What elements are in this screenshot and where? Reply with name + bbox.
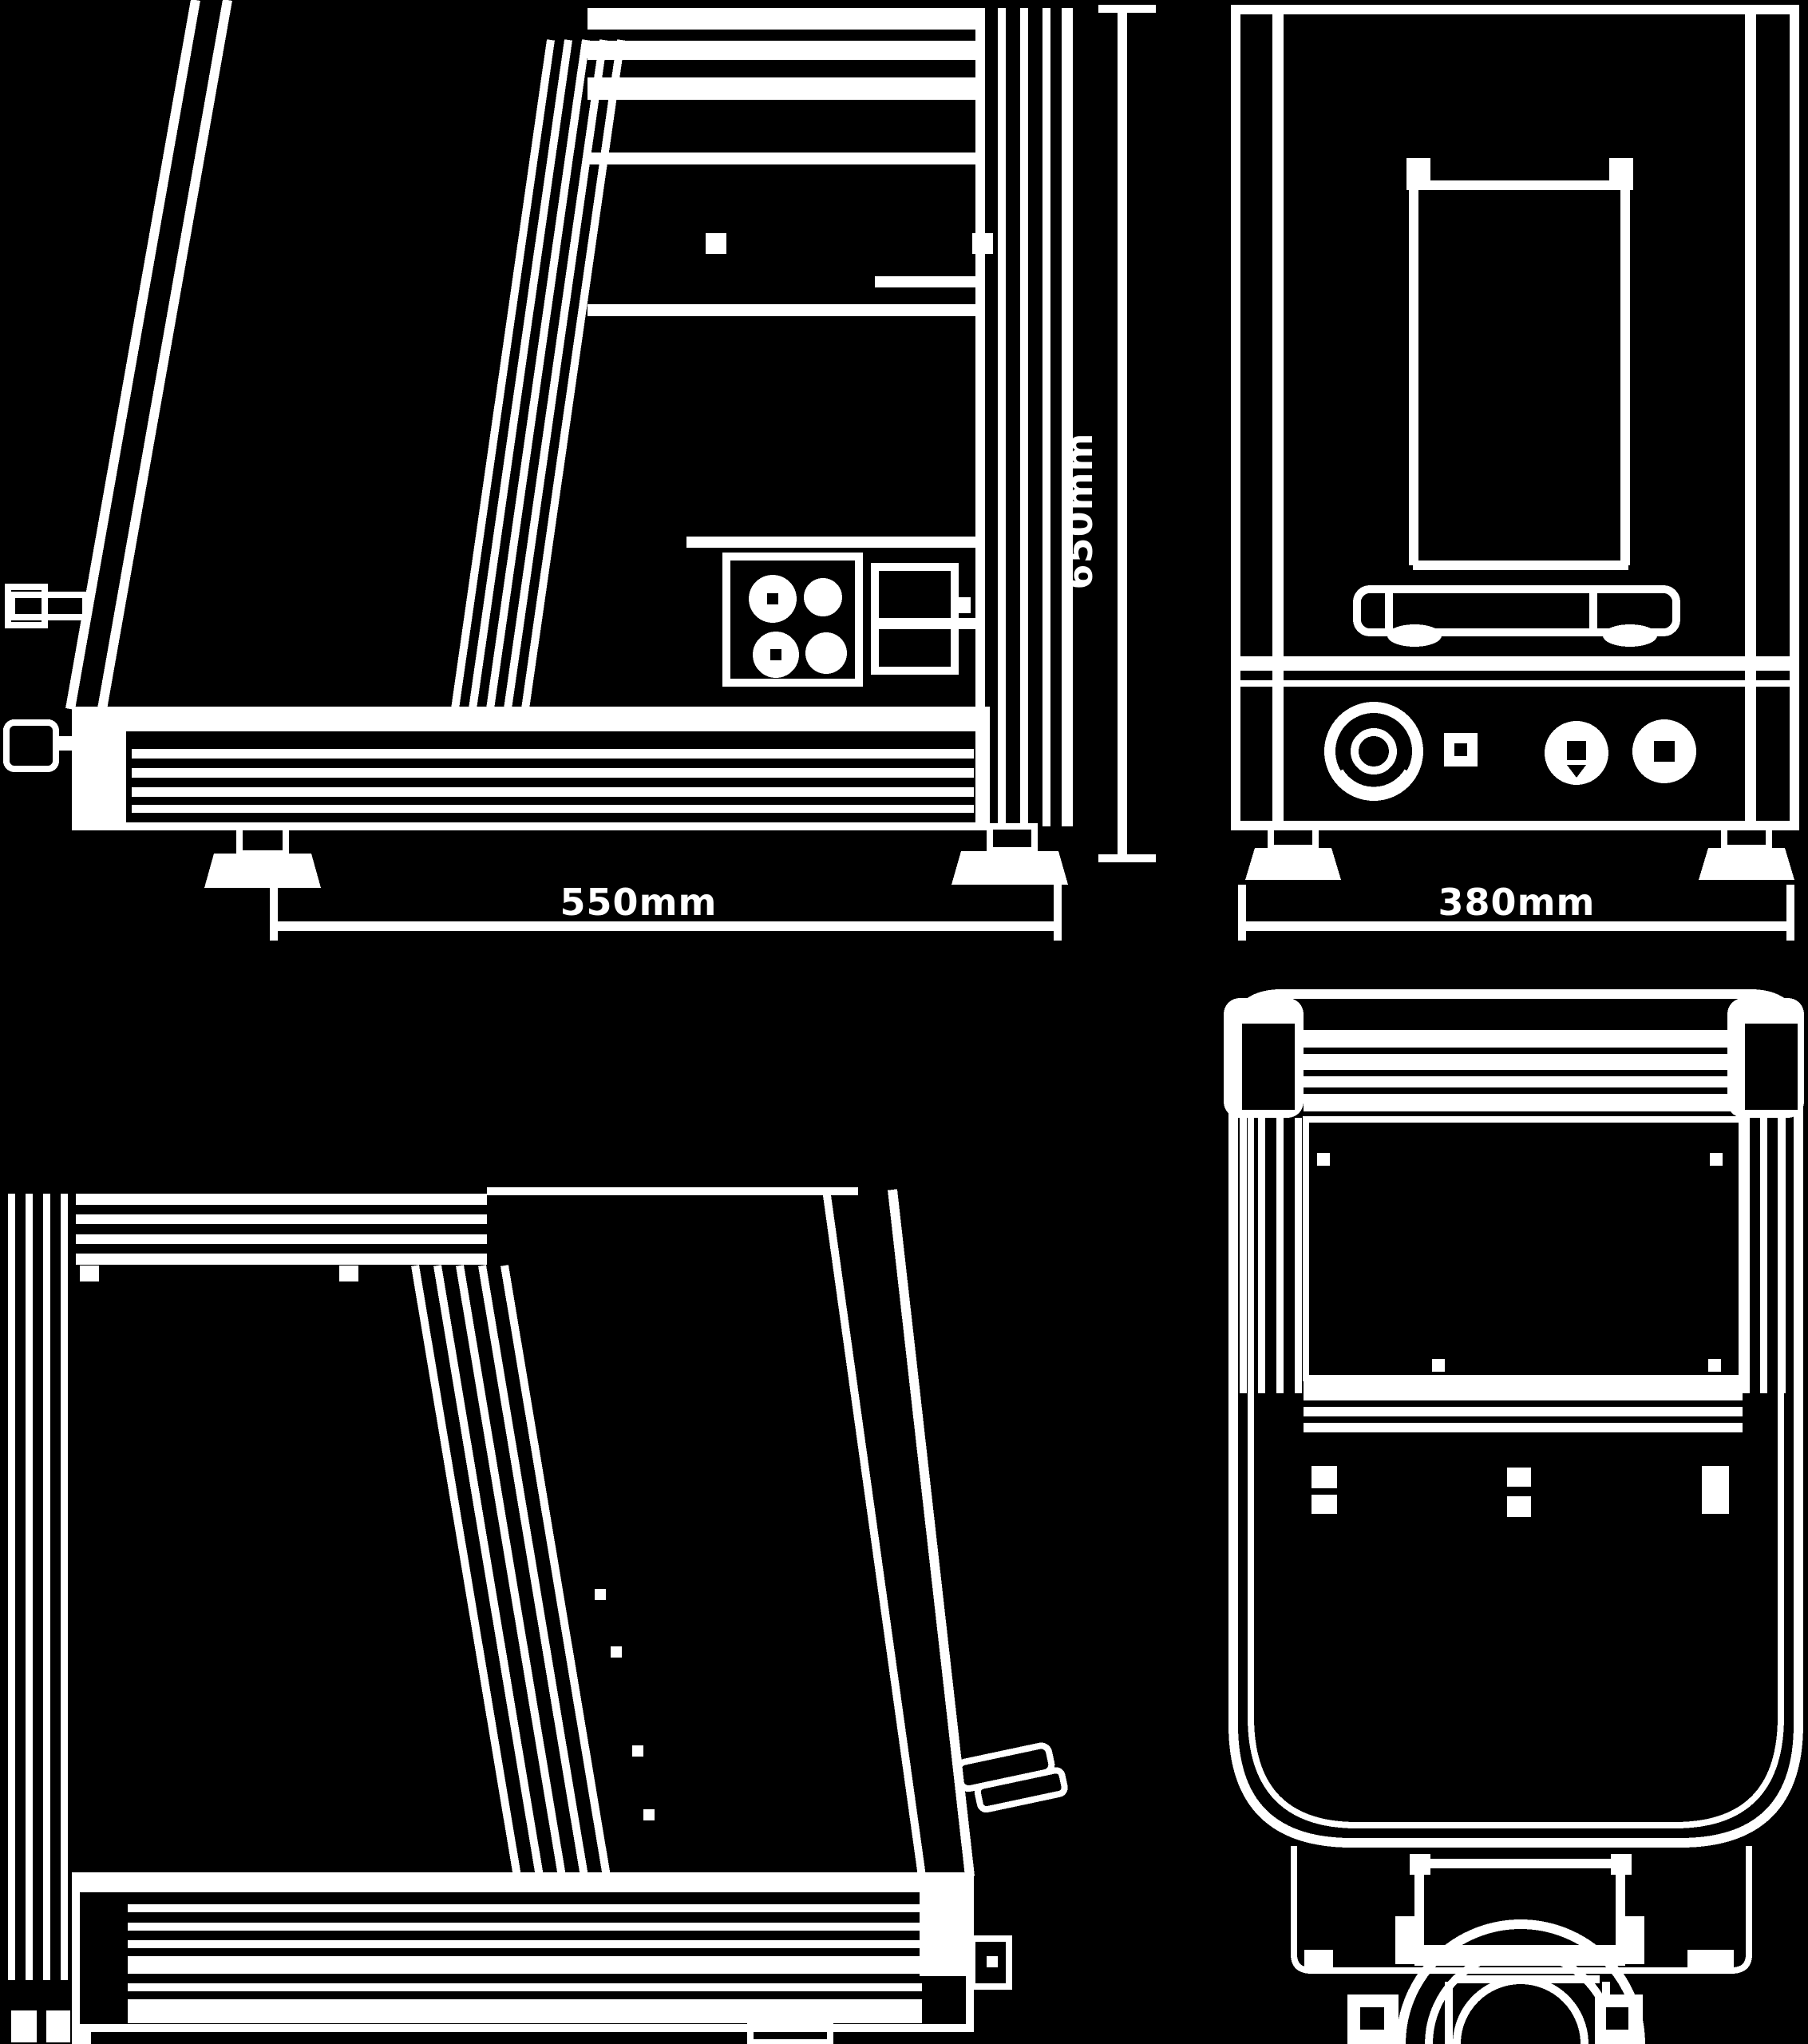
rear-column-stripes: [975, 8, 1073, 826]
front-control-panel: [1324, 702, 1696, 801]
side-view: [3, 0, 1073, 888]
body-outline: [1228, 989, 1803, 1848]
dimension-label-width-side: 550mm: [560, 881, 718, 924]
front-column: [1406, 158, 1633, 570]
emergency-stop-dial: [1324, 702, 1423, 801]
front-frame-lines: [1272, 10, 1756, 826]
top-rail-stripes: [588, 8, 982, 316]
dimension-line-vertical: [1118, 10, 1127, 862]
dimension-tick-right: [1786, 885, 1794, 941]
dimension-tick-left: [1238, 885, 1246, 941]
bottom-tray: [1291, 1846, 1752, 1974]
opposite-side-view: [8, 1187, 1068, 2044]
vent-slots: [1311, 1466, 1729, 1517]
front-panel-separator: [1236, 656, 1794, 687]
dimension-height-side: 650mm: [1058, 5, 1156, 862]
dial-arc: [1335, 769, 1412, 795]
dimension-width-side: 550mm: [270, 869, 1062, 941]
dimension-width-front: 380mm: [1238, 881, 1794, 941]
dimension-line: [1242, 921, 1791, 931]
top-rail-stripes-c: [76, 1187, 858, 1265]
leveling-feet-front: [1245, 822, 1794, 880]
center-foot-c: [747, 2018, 833, 2044]
side-rail-stripes-d: [1240, 1118, 1786, 1393]
dimension-tick-right: [1054, 869, 1062, 941]
top-edge-line: [487, 1187, 858, 1195]
side-control-box: [722, 553, 959, 687]
front-view: [1231, 5, 1799, 880]
base-valve-knob: [969, 1935, 1012, 1990]
knob-indicators: [767, 593, 781, 660]
machine-base-side: [72, 707, 990, 830]
dimension-tick-left: [270, 888, 278, 941]
panel-screws-d: [1304, 1153, 1743, 1432]
side-laser-port: [5, 584, 89, 628]
dimension-label-height-side: 650mm: [1058, 433, 1101, 590]
tower-column: [65, 0, 625, 711]
base-corner-connector: [3, 719, 78, 772]
dimension-tick-top: [1098, 5, 1156, 13]
corner-blocks: [1224, 998, 1804, 1118]
right-edge-c: [822, 1189, 975, 1877]
rear-stand: [1304, 1854, 1734, 1969]
leveling-feet-side: [204, 823, 1068, 888]
machine-base-c: [72, 1872, 974, 2032]
dimension-label-width-front: 380mm: [1438, 881, 1596, 924]
panel-screws-c: [80, 1266, 655, 1820]
top-rail-stripes-d: [1304, 1030, 1743, 1111]
left-rail-stripes: [8, 1194, 68, 1980]
dimension-tick-bottom: [1098, 854, 1156, 862]
base-end-cap: [920, 1880, 971, 1976]
tower-column-c: [411, 1265, 611, 1877]
work-plate-line: [1413, 561, 1628, 570]
dimension-line: [274, 921, 1062, 931]
body-inner-line: [1248, 1046, 1784, 1828]
front-enclosure: [1231, 5, 1799, 830]
feet-c: [11, 2010, 91, 2044]
front-pedestal: [1353, 585, 1680, 647]
side-connector-box: [871, 563, 959, 675]
plan-view: [1224, 989, 1804, 2044]
side-plug-connector: [955, 1742, 1068, 1813]
